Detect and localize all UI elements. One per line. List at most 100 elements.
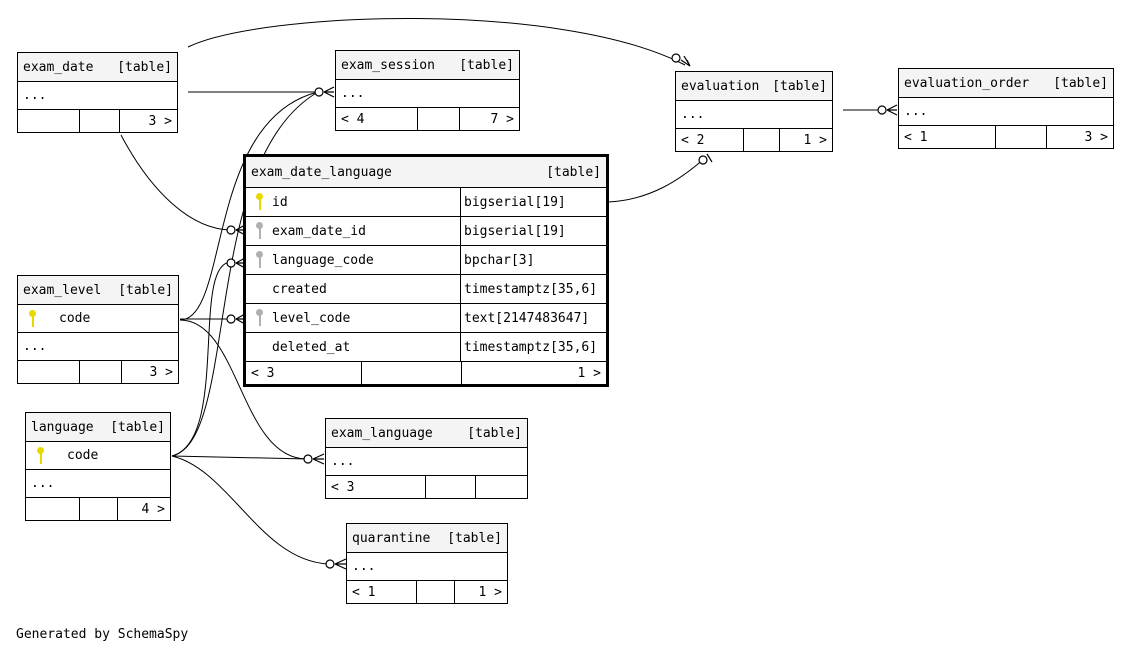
column-name: deleted_at <box>272 339 351 355</box>
column-name: id <box>272 194 288 210</box>
more-columns: ... <box>26 470 170 498</box>
foreign-key-icon <box>254 222 266 240</box>
table-name: quarantine <box>352 530 431 546</box>
children-count[interactable] <box>476 476 527 498</box>
foreign-key-icon <box>254 251 266 269</box>
table-kind: [table] <box>1053 75 1108 91</box>
endpoint-circle <box>698 155 708 165</box>
table-name: evaluation <box>681 78 760 94</box>
children-count[interactable]: 1 > <box>577 365 601 381</box>
edge-exam-date-edl <box>120 134 233 231</box>
column-name: level_code <box>272 310 351 326</box>
more-columns: ... <box>347 553 507 581</box>
more-columns: ... <box>336 80 519 108</box>
column-name: code <box>67 448 99 463</box>
table-kind: [table] <box>118 282 173 298</box>
endpoint-circle <box>877 105 887 115</box>
table-kind: [table] <box>467 425 522 441</box>
foreign-key-icon <box>254 309 266 327</box>
column-name: code <box>59 311 91 326</box>
edge-language-quarantine <box>171 455 329 565</box>
column-type: timestamptz[35,6] <box>464 339 598 355</box>
parents-count[interactable]: < 3 <box>326 476 426 498</box>
children-count[interactable]: 4 > <box>141 501 165 517</box>
columns-count <box>80 361 122 383</box>
edge-language-exam-language <box>171 455 309 460</box>
column-row: deleted_at timestamptz[35,6] <box>246 333 606 362</box>
crowfoot <box>312 453 325 465</box>
table-evaluation-order[interactable]: evaluation_order [table] ... < 1 3 > <box>898 68 1114 149</box>
table-exam-language[interactable]: exam_language [table] ... < 3 <box>325 418 528 499</box>
column-row: exam_date_id bigserial[19] <box>246 217 606 246</box>
endpoint-circle <box>226 258 236 268</box>
crowfoot <box>886 104 898 116</box>
more-columns: ... <box>326 448 527 476</box>
children-count[interactable]: 7 > <box>490 111 514 127</box>
columns-count <box>417 581 455 603</box>
parents-count[interactable]: < 2 <box>676 129 744 151</box>
table-name: language <box>31 419 94 435</box>
column-name: exam_date_id <box>272 223 366 239</box>
column-row: level_code text[2147483647] <box>246 304 606 333</box>
parents-count[interactable] <box>26 498 80 520</box>
children-count[interactable]: 3 > <box>1084 129 1108 145</box>
table-name: exam_language <box>331 425 433 441</box>
children-count[interactable]: 3 > <box>149 364 173 380</box>
crowfoot <box>334 558 347 570</box>
table-kind: [table] <box>110 419 165 435</box>
table-exam-date-language[interactable]: exam_date_language [table] id bigserial[19… <box>243 154 609 387</box>
primary-key-icon <box>27 309 39 328</box>
column-row: id bigserial[19] <box>246 188 606 217</box>
endpoint-circle <box>303 454 313 464</box>
primary-key-icon <box>35 446 47 465</box>
table-kind: [table] <box>772 78 827 94</box>
table-quarantine[interactable]: quarantine[table] ... < 1 1 > <box>346 523 508 604</box>
column-type: bigserial[19] <box>464 194 566 210</box>
key-column-row: code <box>18 305 178 333</box>
table-evaluation[interactable]: evaluation [table] ... < 2 1 > <box>675 71 833 152</box>
edge-language-edl <box>171 261 233 457</box>
table-exam-session[interactable]: exam_session[table] ... < 4 7 > <box>335 50 520 131</box>
column-type: timestamptz[35,6] <box>464 281 598 297</box>
children-count[interactable]: 1 > <box>803 132 827 148</box>
table-name: exam_level <box>23 282 102 298</box>
table-language[interactable]: language [table] code ... 4 > <box>25 412 171 521</box>
endpoint-circle <box>325 559 335 569</box>
parents-count[interactable]: < 4 <box>336 108 418 130</box>
table-kind: [table] <box>117 59 172 75</box>
table-name: evaluation_order <box>904 75 1030 91</box>
key-column-row: code <box>26 442 170 470</box>
columns-count <box>362 362 462 384</box>
columns-count <box>418 108 460 130</box>
column-type: text[2147483647] <box>464 310 590 326</box>
table-name: exam_date_language <box>251 164 392 180</box>
parents-count[interactable]: < 1 <box>347 581 417 603</box>
parents-count[interactable]: < 1 <box>899 126 996 148</box>
generated-by-note: Generated by SchemaSpy <box>16 627 189 642</box>
table-name: exam_date <box>23 59 94 75</box>
table-name: exam_session <box>341 57 435 73</box>
columns-count <box>426 476 476 498</box>
crowfoot <box>680 55 691 67</box>
parents-count[interactable] <box>18 110 80 132</box>
primary-key-icon <box>254 193 266 211</box>
parents-count[interactable] <box>18 361 80 383</box>
table-kind: [table] <box>546 164 601 180</box>
column-type: bigserial[19] <box>464 223 566 239</box>
children-count[interactable]: 3 > <box>148 113 172 129</box>
table-exam-date[interactable]: exam_date [table] ... 3 > <box>17 52 178 133</box>
more-columns: ... <box>899 98 1113 126</box>
more-columns: ... <box>676 101 832 129</box>
column-type: bpchar[3] <box>464 252 535 268</box>
columns-count <box>80 498 118 520</box>
parents-count[interactable]: < 3 <box>246 362 362 384</box>
endpoint-circle <box>226 314 236 324</box>
children-count[interactable]: 1 > <box>478 584 502 600</box>
edge-edl-evaluation <box>607 157 706 203</box>
more-columns: ... <box>18 82 177 110</box>
crowfoot <box>323 86 335 98</box>
endpoint-circle <box>314 87 324 97</box>
table-exam-level[interactable]: exam_level[table] code ... 3 > <box>17 275 179 384</box>
